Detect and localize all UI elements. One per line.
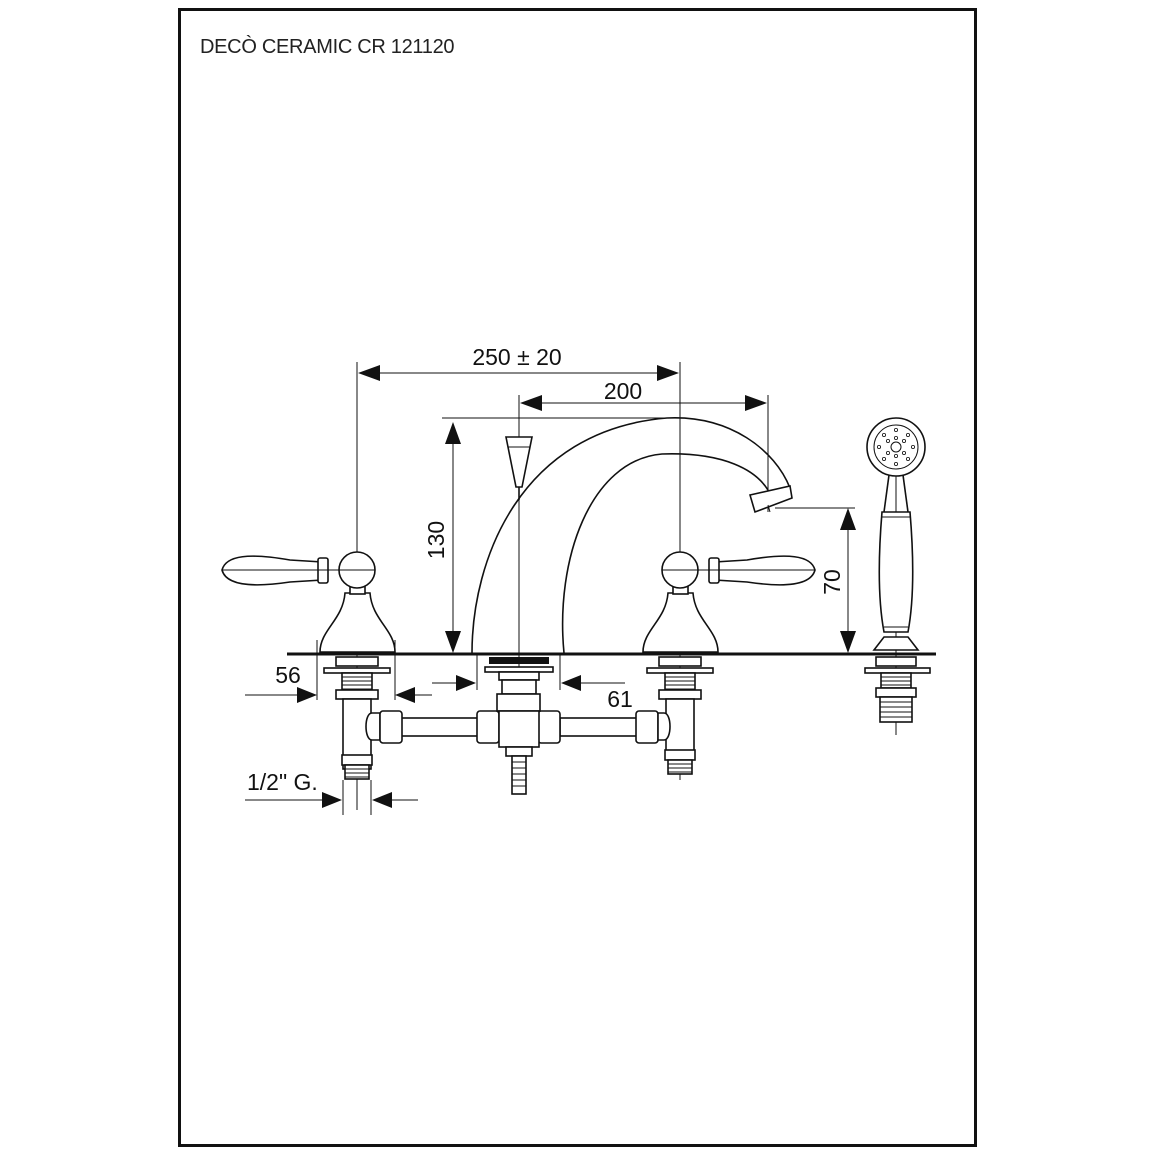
spout	[471, 417, 793, 654]
right-handle	[642, 551, 816, 653]
drawing-title: DECÒ CERAMIC CR 121120	[200, 36, 455, 58]
left-handle	[221, 551, 396, 653]
hand-shower	[866, 417, 926, 651]
dimension-70: 70	[819, 508, 856, 653]
dimension-half-inch: 1/2" G.	[245, 769, 418, 808]
left-valve-body	[323, 656, 391, 780]
dimension-56: 56	[245, 662, 432, 703]
svg-text:130: 130	[423, 521, 449, 559]
svg-text:70: 70	[819, 569, 845, 595]
svg-text:250 ± 20: 250 ± 20	[472, 344, 561, 370]
svg-text:200: 200	[604, 378, 642, 404]
extension-lines	[316, 362, 897, 815]
connecting-pipes	[365, 710, 671, 744]
shower-valve-body	[864, 656, 931, 723]
dimension-130: 130	[423, 422, 461, 653]
drawing-frame	[178, 8, 977, 1147]
spout-mixer-body	[484, 657, 554, 795]
dimension-200: 200	[520, 378, 767, 411]
svg-text:56: 56	[275, 662, 301, 688]
svg-text:1/2" G.: 1/2" G.	[247, 769, 318, 795]
pop-up-lever	[505, 436, 533, 500]
dimension-250: 250 ± 20	[358, 344, 679, 381]
svg-text:61: 61	[607, 686, 633, 712]
dimension-61: 61	[432, 675, 633, 712]
